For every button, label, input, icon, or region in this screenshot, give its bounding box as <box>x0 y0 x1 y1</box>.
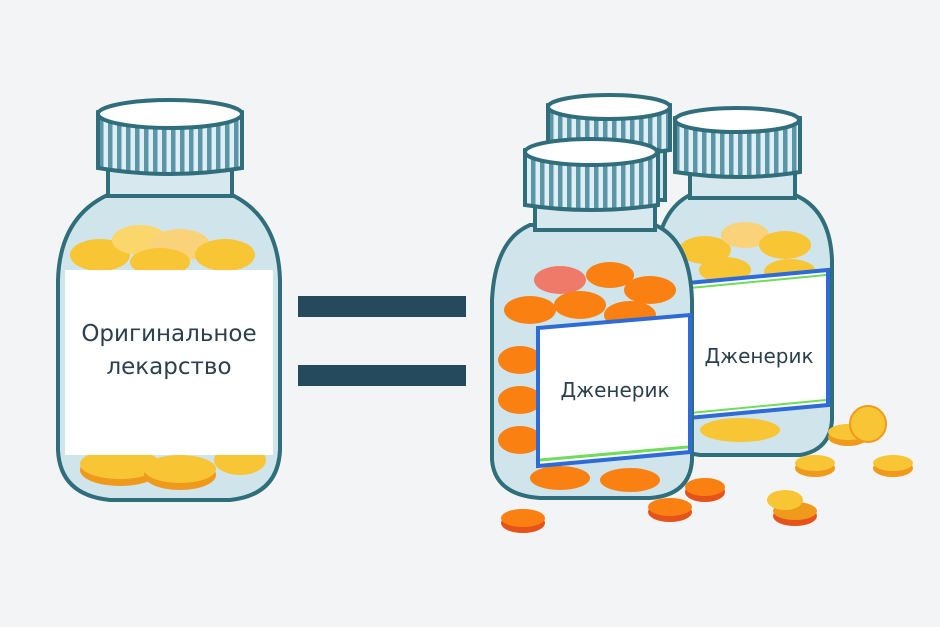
equals-bottom-bar <box>298 365 466 386</box>
original-bottle-icon <box>56 98 282 502</box>
yellow-pills-icon <box>70 225 266 490</box>
scattered-pills-icon <box>501 405 913 533</box>
front-generic-bottle-icon <box>490 137 694 500</box>
orange-pills-icon <box>498 262 676 492</box>
original-label-line2: лекарство <box>106 354 232 380</box>
right-generic-label-text: Дженерик <box>704 344 814 368</box>
equals-top-bar <box>298 296 466 317</box>
front-generic-label-text: Дженерик <box>560 378 670 402</box>
right-generic-bottle-icon <box>653 106 834 457</box>
original-label-text: Оригинальное лекарство <box>65 318 273 384</box>
original-label-line1: Оригинальное <box>81 321 257 347</box>
front-generic-label <box>536 312 692 469</box>
original-label <box>65 270 273 455</box>
